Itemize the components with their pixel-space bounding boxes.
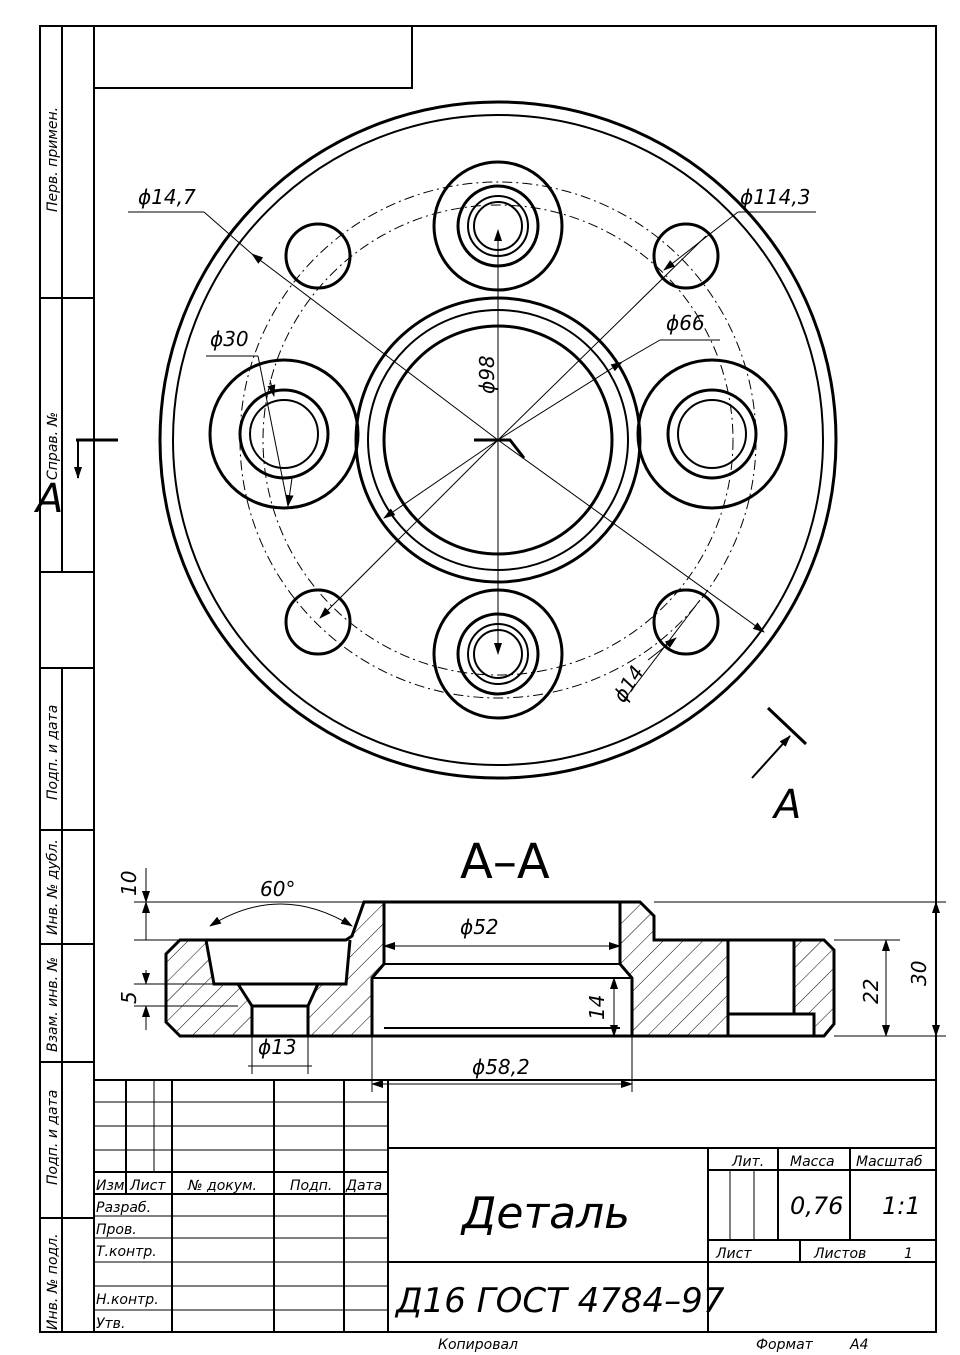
listov-label: Листов: [813, 1246, 866, 1262]
section-mark-left: A: [33, 476, 63, 522]
lit-label: Лит.: [731, 1154, 764, 1170]
list-label: Лист: [715, 1246, 752, 1262]
dim-h14: 14: [585, 995, 609, 1020]
side-label-podp-data-2: Подп. и дата: [45, 1090, 61, 1185]
dim-d98: ϕ98: [475, 355, 499, 394]
dim-d14: ϕ14: [608, 661, 649, 707]
row-nkontr: Н.контр.: [96, 1292, 159, 1308]
side-label-inv-podl: Инв. № подл.: [45, 1233, 61, 1330]
dim-d66: ϕ66: [666, 311, 705, 335]
row-prov: Пров.: [96, 1222, 137, 1238]
col-list: Лист: [129, 1178, 166, 1194]
dim-d30: ϕ30: [210, 327, 249, 351]
part-material: Д16 ГОСТ 4784–97: [394, 1281, 725, 1321]
row-tkontr: Т.контр.: [96, 1244, 157, 1260]
footer-kopiroval: Копировал: [438, 1337, 518, 1353]
dim-d147: ϕ14,7: [138, 185, 196, 209]
masshtab-value: 1:1: [882, 1192, 921, 1220]
side-label-perv-primen: Перв. примен.: [45, 107, 61, 212]
part-name: Деталь: [460, 1188, 630, 1239]
dim-angle60: 60°: [260, 877, 295, 901]
section-view: [134, 868, 946, 1092]
flange-top-view: [74, 100, 838, 780]
dim-h22: 22: [859, 979, 883, 1004]
side-label-sprav-no: Справ. №: [45, 412, 61, 480]
side-label-inv-dubl: Инв. № дубл.: [45, 839, 61, 935]
col-izm: Изм.: [96, 1178, 129, 1194]
footer-format-label: Формат: [756, 1337, 814, 1353]
col-data: Дата: [345, 1178, 382, 1194]
side-label-podp-data-1: Подп. и дата: [45, 705, 61, 800]
dim-h30: 30: [907, 961, 931, 986]
dim-h5: 5: [117, 991, 141, 1004]
drawing-frame: [39, 25, 937, 1333]
dim-d1143: ϕ114,3: [740, 185, 810, 209]
footer-format-value: А4: [849, 1337, 868, 1353]
masshtab-label: Масштаб: [856, 1154, 923, 1170]
col-podp: Подп.: [290, 1178, 332, 1194]
side-label-vzam-inv: Взам. инв. №: [45, 957, 61, 1052]
dim-d582: ϕ58,2: [472, 1055, 530, 1079]
title-block: [94, 1079, 936, 1332]
section-title: A–A: [460, 834, 550, 890]
col-dokum: № докум.: [187, 1178, 257, 1194]
dim-h10: 10: [117, 871, 141, 896]
row-utv: Утв.: [96, 1316, 125, 1332]
row-razrab: Разраб.: [96, 1200, 151, 1216]
massa-label: Масса: [790, 1154, 835, 1170]
listov-value: 1: [904, 1246, 913, 1262]
dim-d13: ϕ13: [258, 1035, 297, 1059]
massa-value: 0,76: [790, 1192, 843, 1220]
section-mark-right: A: [771, 782, 801, 828]
dim-d52: ϕ52: [460, 915, 499, 939]
